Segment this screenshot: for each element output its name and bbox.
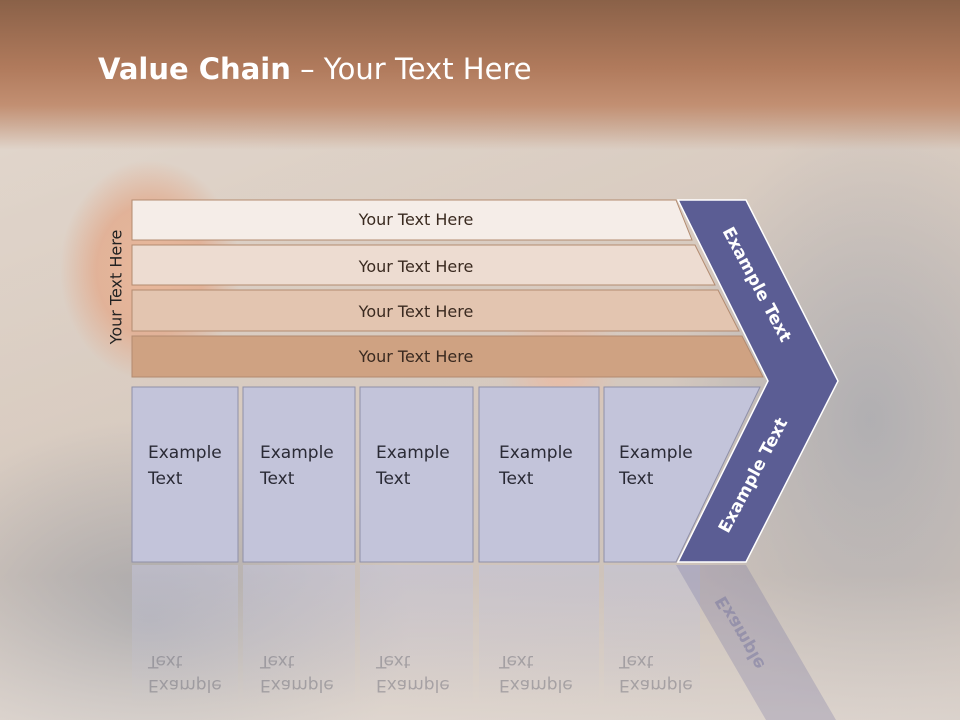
- bar-2[interactable]: Your Text Here: [131, 244, 716, 286]
- column-box: [603, 386, 761, 563]
- column-box: [478, 386, 600, 563]
- bar-label: Your Text Here: [358, 302, 474, 321]
- column-line1: Example: [148, 443, 222, 463]
- column-line2: Text: [375, 469, 411, 489]
- column-1[interactable]: Example Text: [131, 386, 239, 563]
- reflection-text: Example: [260, 675, 334, 695]
- reflection-text: Example: [376, 675, 450, 695]
- reflection-text: Text: [147, 651, 183, 671]
- title-rest: – Your Text Here: [290, 52, 532, 86]
- bar-shape: [131, 244, 716, 286]
- reflection: Example Text Example Text Example Text E…: [132, 565, 836, 720]
- column-line1: Example: [376, 443, 450, 463]
- column-box: [242, 386, 356, 563]
- column-line2: Text: [147, 469, 183, 489]
- reflection-col: [243, 565, 355, 705]
- slide-title[interactable]: Value Chain – Your Text Here: [98, 52, 532, 86]
- reflection-col: [479, 565, 599, 705]
- reflection-text: Text: [375, 651, 411, 671]
- column-5[interactable]: Example Text: [603, 386, 761, 563]
- bar-label: Your Text Here: [358, 257, 474, 276]
- bar-shape: [131, 289, 740, 332]
- column-line1: Example: [260, 443, 334, 463]
- column-box: [131, 386, 239, 563]
- reflection-col: [604, 565, 700, 705]
- bar-shape: [131, 199, 693, 241]
- title-bold: Value Chain: [98, 52, 291, 86]
- chevron-shape: [676, 199, 839, 563]
- bar-label: Your Text Here: [358, 210, 474, 229]
- reflection-col: [360, 565, 473, 705]
- reflection-text: Example: [619, 675, 693, 695]
- bar-label: Your Text Here: [358, 347, 474, 366]
- reflection-col: [132, 565, 238, 705]
- reflection-text: Text: [618, 651, 654, 671]
- reflection-text: Example: [148, 675, 222, 695]
- column-line2: Text: [259, 469, 295, 489]
- reflection-chevron: [676, 565, 836, 720]
- title-band: [0, 0, 960, 150]
- column-2[interactable]: Example Text: [242, 386, 356, 563]
- bar-shape: [131, 335, 764, 378]
- reflection-text: Text: [498, 651, 534, 671]
- column-line1: Example: [499, 443, 573, 463]
- reflection-text: Example: [499, 675, 573, 695]
- column-box: [359, 386, 474, 563]
- column-line2: Text: [498, 469, 534, 489]
- column-3[interactable]: Example Text: [359, 386, 474, 563]
- bar-4[interactable]: Your Text Here: [131, 335, 764, 378]
- bar-1[interactable]: Your Text Here: [131, 199, 693, 241]
- reflection-text: Text: [259, 651, 295, 671]
- column-line2: Text: [618, 469, 654, 489]
- bar-3[interactable]: Your Text Here: [131, 289, 740, 332]
- column-line1: Example: [619, 443, 693, 463]
- column-4[interactable]: Example Text: [478, 386, 600, 563]
